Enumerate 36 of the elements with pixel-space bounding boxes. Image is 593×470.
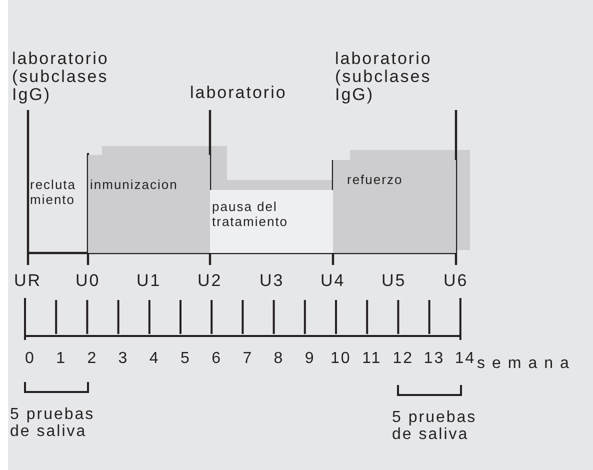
week-number: 11	[362, 351, 382, 368]
visit-label: U0	[76, 272, 100, 290]
note: 5 pruebas de saliva	[392, 410, 478, 444]
visit-note: laboratorio (subclases IgG)	[12, 50, 110, 104]
visit-label: UR	[14, 272, 42, 290]
week-number: 5	[180, 351, 191, 368]
week-number: 9	[304, 351, 316, 368]
axis-label: semana	[477, 356, 576, 373]
week-number: 2	[87, 351, 98, 368]
phase-block	[333, 160, 456, 253]
week-number: 14	[454, 351, 476, 368]
note: 5 pruebas de saliva	[10, 407, 96, 441]
phase-label: recluta miento	[30, 178, 78, 208]
visit-label: U4	[320, 272, 346, 290]
week-number: 4	[149, 351, 160, 368]
week-number: 10	[330, 351, 352, 368]
phase-label: refuerzo	[347, 173, 404, 188]
phase-block	[88, 155, 210, 253]
week-number: 3	[118, 351, 129, 368]
visit-label: U2	[198, 272, 222, 290]
week-number: 6	[212, 351, 222, 368]
visit-label: U6	[444, 272, 468, 290]
visit-label: U1	[136, 272, 162, 290]
week-number: 13	[424, 351, 445, 368]
visit-note: laboratorio (subclases IgG)	[335, 50, 433, 104]
phase-label: pausa del tratamiento	[212, 200, 290, 230]
visit-label: U3	[260, 272, 284, 290]
visit-label: U5	[382, 272, 406, 290]
week-number: 7	[242, 351, 254, 368]
visit-note: laboratorio	[190, 84, 287, 102]
week-number: 0	[25, 351, 36, 368]
phase-label: inmunizacion	[90, 178, 179, 193]
week-number: 1	[56, 351, 66, 368]
phase-block	[210, 190, 333, 253]
week-number: 8	[274, 351, 284, 368]
week-number: 12	[392, 351, 414, 368]
